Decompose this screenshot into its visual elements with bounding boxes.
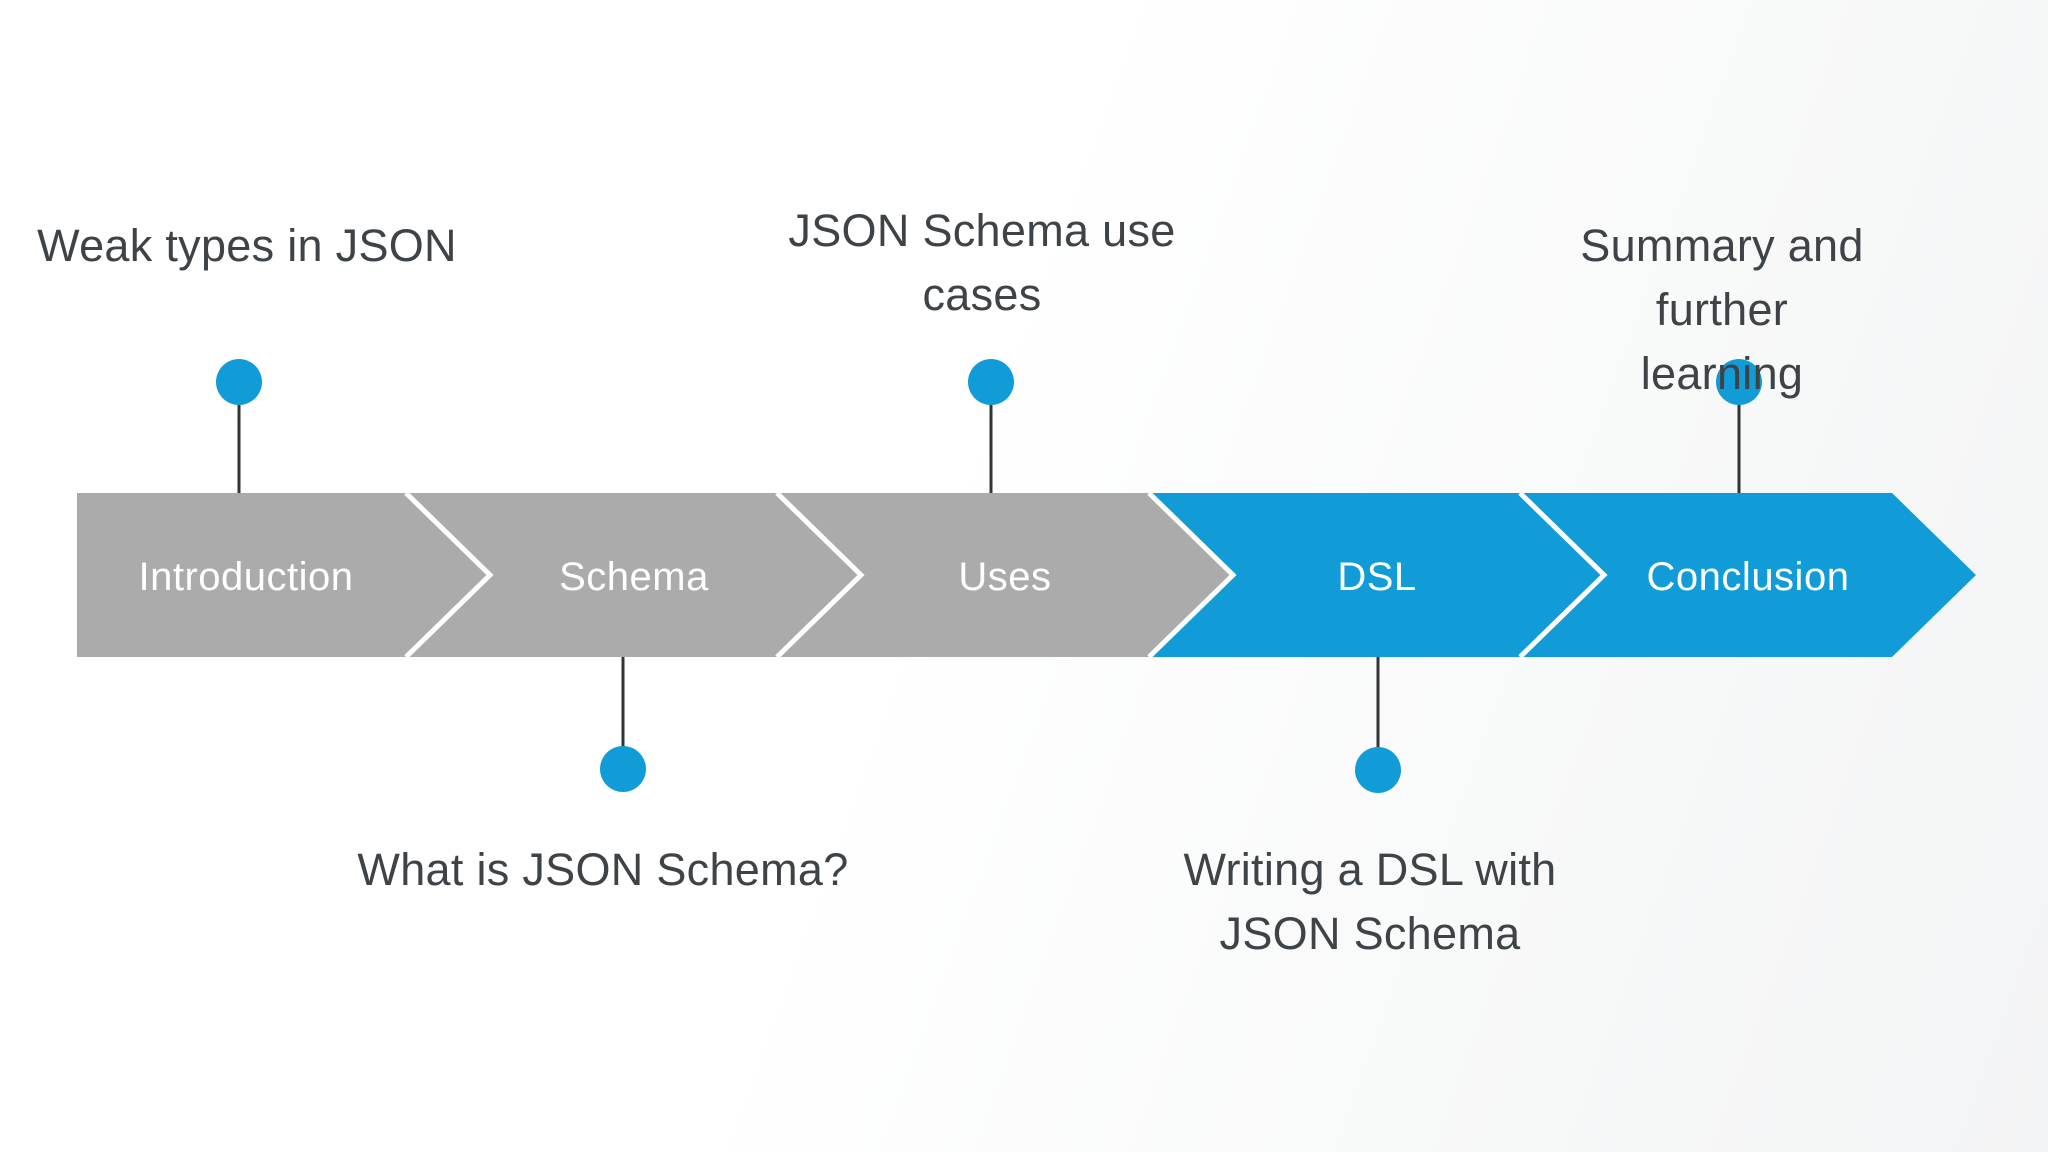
segment-label-introduction: Introduction <box>138 555 353 599</box>
callout-writing-a-dsl: Writing a DSL with JSON Schema <box>1183 844 1557 959</box>
segment-dsl <box>1149 493 1604 657</box>
callout-weak-types-in-json: Weak types in JSON <box>37 220 457 271</box>
segment-label-conclusion: Conclusion <box>1647 555 1850 599</box>
segment-label-uses: Uses <box>958 555 1051 599</box>
segment-separator <box>1147 491 1237 659</box>
callout-what-is-json-schema: What is JSON Schema? <box>357 844 849 895</box>
segment-conclusion <box>1520 493 1976 657</box>
segment-introduction <box>77 493 490 657</box>
segment-separator <box>1518 491 1608 659</box>
segment-uses <box>777 493 1233 657</box>
segment-label-dsl: DSL <box>1337 555 1416 599</box>
marker-dot-conclusion <box>1716 359 1762 405</box>
callout-json-schema-use-cases: JSON Schema use cases <box>788 205 1176 320</box>
segment-label-schema: Schema <box>559 555 709 599</box>
segment-separator <box>404 491 494 659</box>
marker-dot-introduction <box>216 359 262 405</box>
marker-dot-schema <box>600 746 646 792</box>
marker-dot-uses <box>968 359 1014 405</box>
callout-summary-further-learning: Summary and further learning <box>1580 220 1864 399</box>
segment-separator <box>775 491 865 659</box>
marker-dot-dsl <box>1355 747 1401 793</box>
segment-schema <box>406 493 861 657</box>
